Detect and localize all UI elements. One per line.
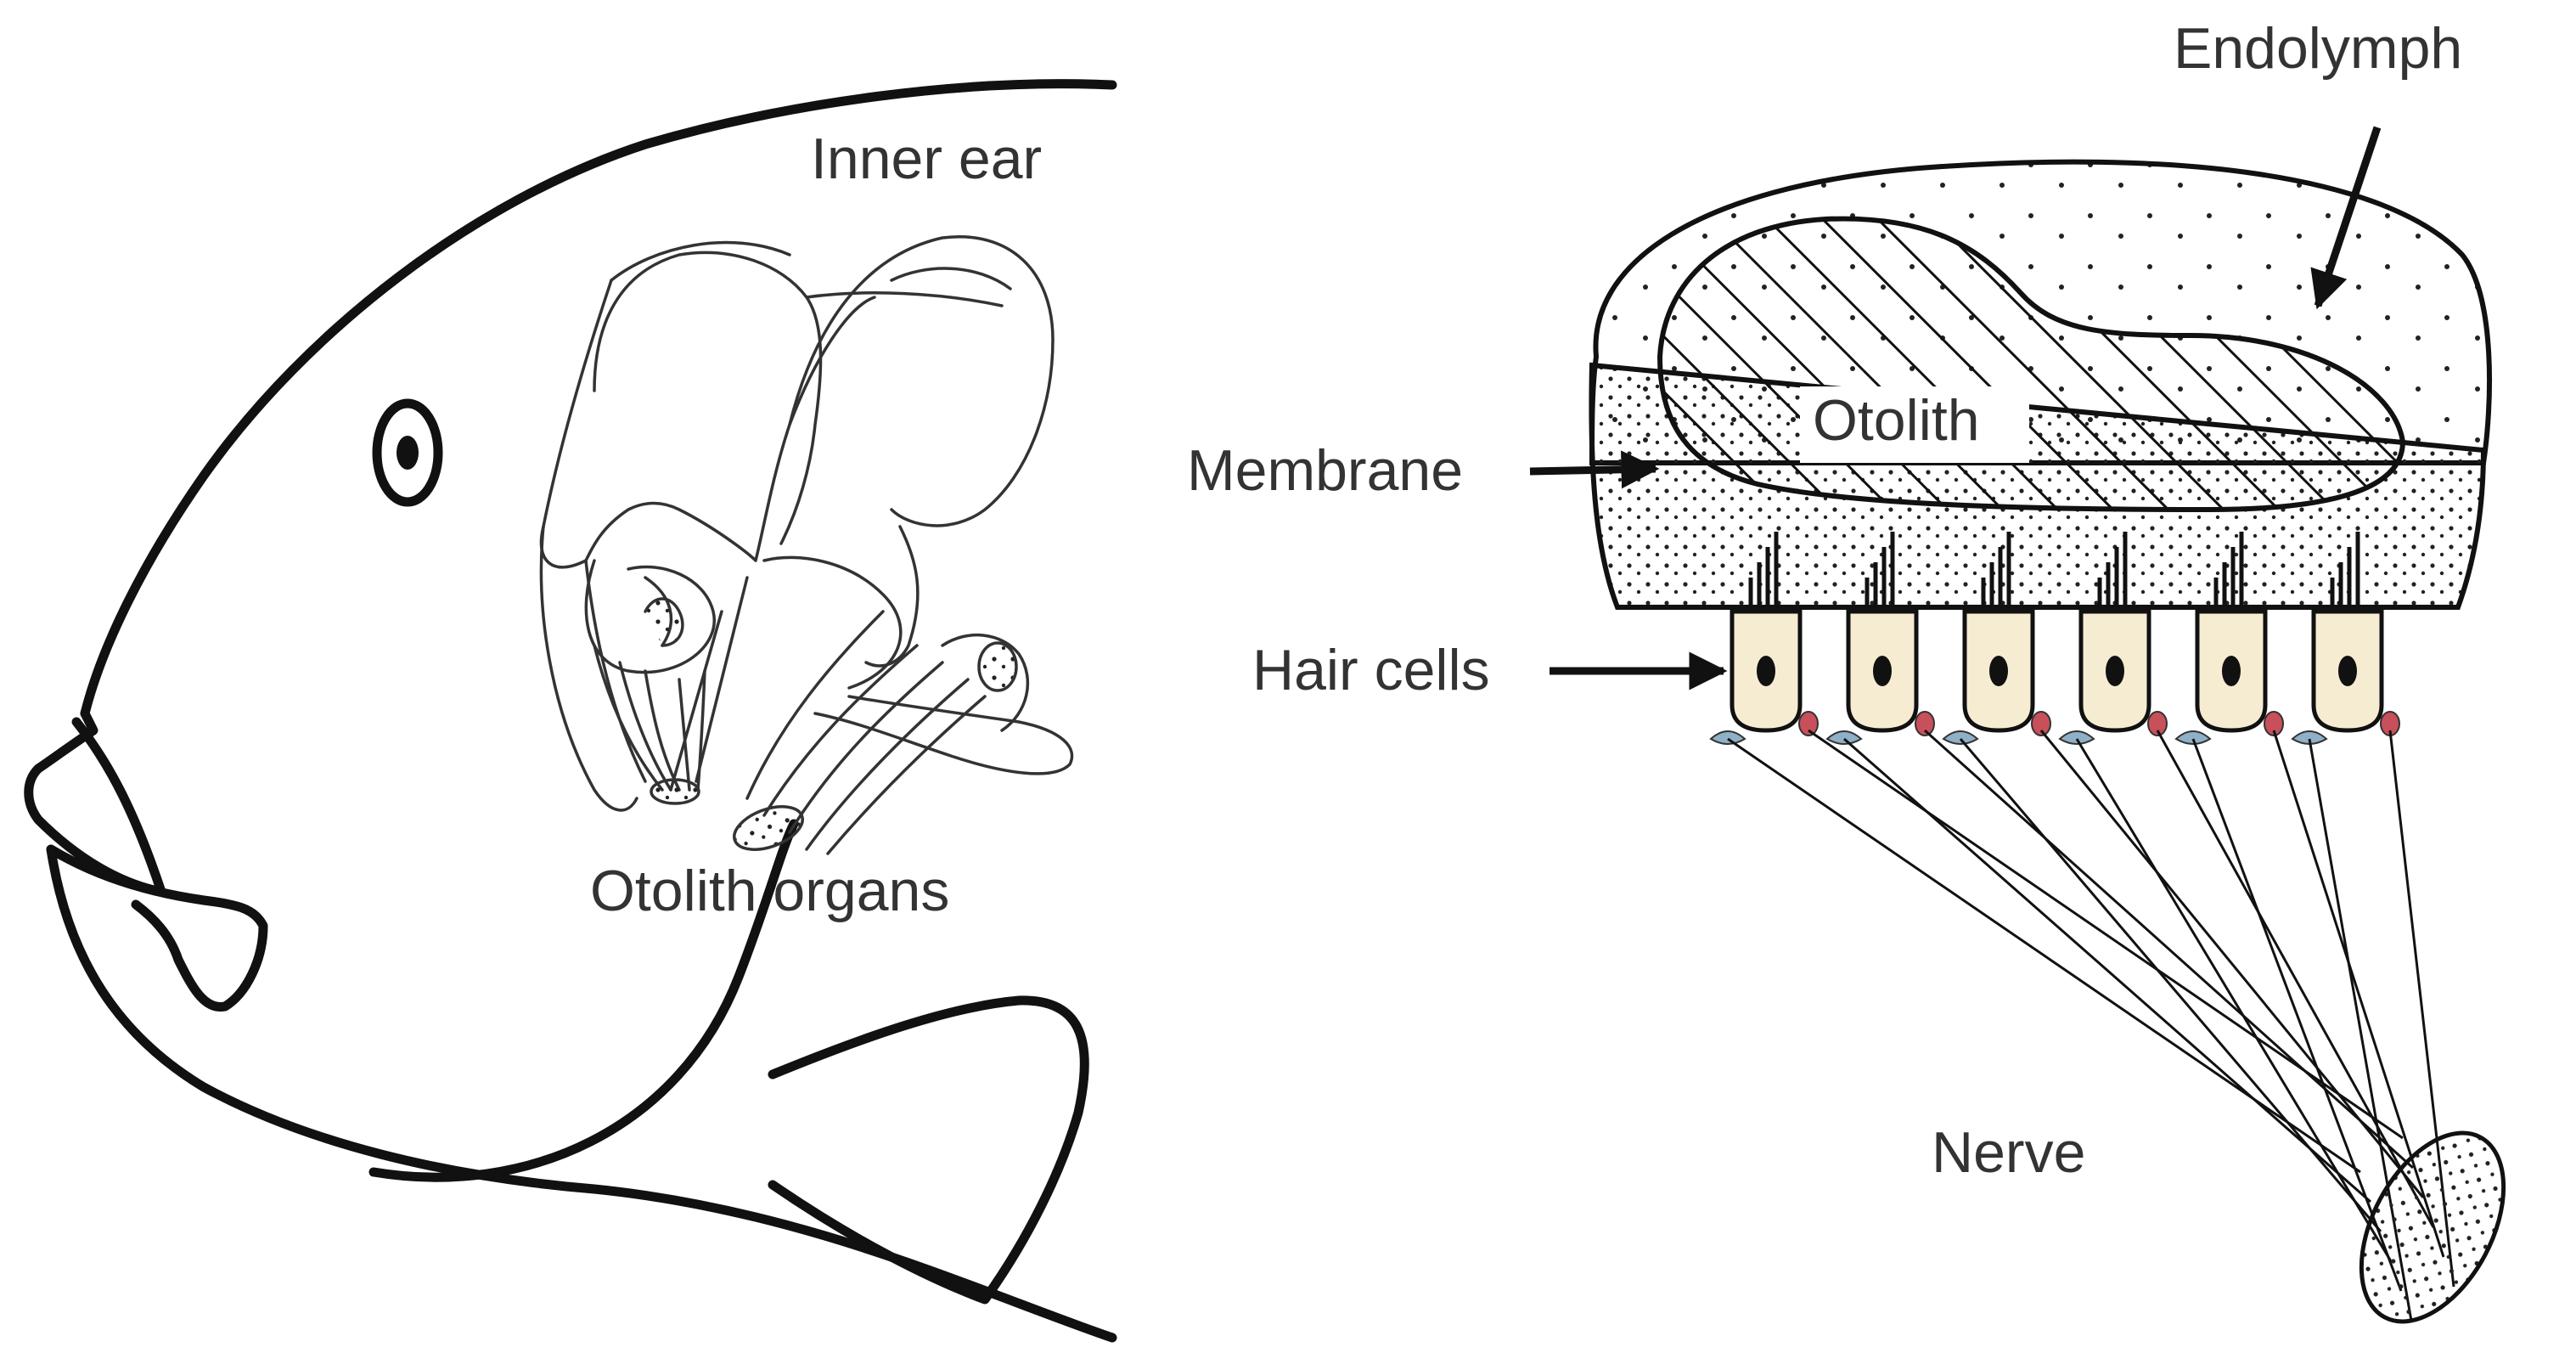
nerve-fiber: [1808, 729, 2404, 1140]
fish-lower-lip: [46, 844, 268, 1012]
label-otolith: Otolith: [1813, 388, 1980, 453]
label-inner-ear: Inner ear: [811, 127, 1042, 191]
nerve-fiber: [2039, 730, 2425, 1198]
hair-cell-nucleus: [2222, 656, 2241, 686]
nerve-fiber: [1727, 737, 2361, 1174]
label-nerve: Nerve: [1932, 1120, 2085, 1185]
synapse-red: [1798, 711, 1819, 736]
fish-gill-cover: [368, 819, 799, 1182]
hair-cell-nucleus: [1989, 656, 2008, 686]
synapse-blue: [1709, 730, 1746, 745]
synapse-red: [1915, 711, 1935, 736]
inner-ear-drawing: [539, 235, 1074, 855]
hair-cell-nucleus: [2338, 656, 2357, 686]
nerve-fiber: [1959, 738, 2382, 1232]
fish-eye-icon: [372, 398, 443, 507]
synapse-blue: [1825, 730, 1863, 745]
nerve-fiber: [1923, 729, 2415, 1170]
fish-head-panel: [24, 79, 1117, 1343]
fish-jaw-outline: [46, 844, 1117, 1343]
label-endolymph: Endolymph: [2174, 16, 2462, 81]
hair-cell-row: [1709, 532, 2400, 745]
synapse-red: [2031, 711, 2051, 736]
label-membrane: Membrane: [1187, 438, 1463, 503]
synapse-blue: [1942, 730, 1979, 745]
nerve-fiber: [2191, 738, 2403, 1292]
membrane-arrow: [1529, 450, 1660, 489]
nerve-fiber: [2156, 730, 2435, 1228]
synapse-red: [2147, 711, 2168, 736]
endolymph-arrow: [2310, 126, 2382, 310]
hair-cell-nucleus: [1757, 656, 1775, 686]
fish-head-outline: [80, 79, 1117, 719]
synapse-blue: [2058, 730, 2095, 745]
label-otolith-organs: Otolith organs: [590, 859, 949, 923]
fish-pectoral-fin: [768, 995, 1089, 1305]
hair-cell-nucleus: [2106, 656, 2124, 686]
nerve-fiber: [2075, 738, 2393, 1262]
synapse-blue: [2291, 730, 2328, 745]
nerve-cross-section: [2359, 1130, 2506, 1324]
label-hair-cells: Hair cells: [1252, 638, 1490, 702]
otolith-organ-section: [1589, 159, 2493, 610]
nerve-fiber-bundle: [1727, 729, 2455, 1322]
hair-cell-nucleus: [1873, 656, 1892, 686]
synapse-red: [2264, 711, 2284, 736]
synapse-blue: [2174, 730, 2212, 745]
nerve-fiber: [1843, 737, 2371, 1203]
